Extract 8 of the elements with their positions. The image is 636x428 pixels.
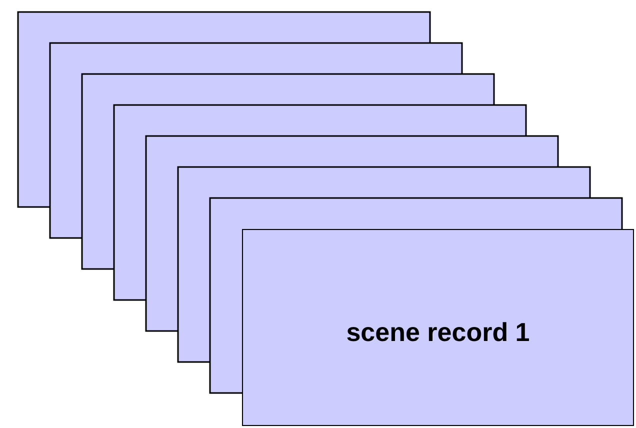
stacked-card xyxy=(81,73,495,270)
stacked-card xyxy=(17,11,431,208)
stacked-card xyxy=(49,42,463,239)
record-card xyxy=(242,229,634,426)
card-title: scene record 1 xyxy=(346,317,530,348)
stacked-card xyxy=(209,197,623,394)
stacked-card xyxy=(177,166,591,363)
stacked-card xyxy=(113,104,527,301)
